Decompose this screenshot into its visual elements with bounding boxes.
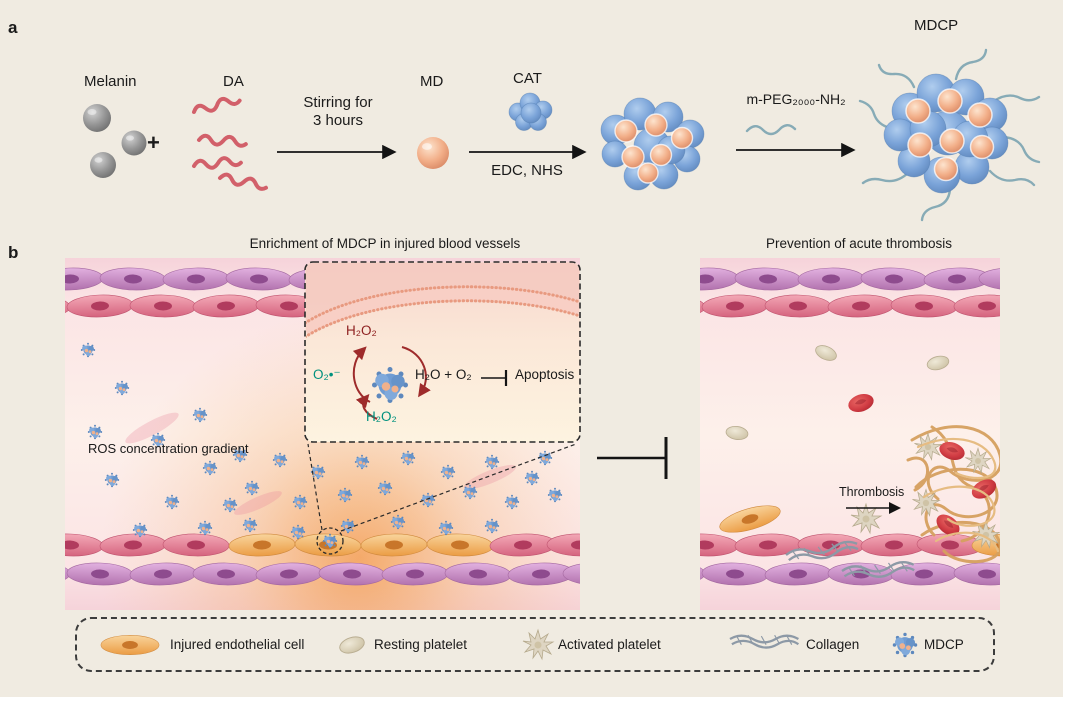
apoptosis-inhibition: [481, 370, 508, 386]
right-vessel: [700, 258, 1000, 610]
left-panel-title: Enrichment of MDCP in injured blood vess…: [249, 236, 521, 251]
superoxide-label: O₂•⁻: [313, 367, 341, 382]
legend-label-collagen: Collagen: [806, 637, 860, 652]
md-label: MD: [420, 73, 444, 90]
figure-canvas: a Melanin + DA Stirring for 3 hours MD C…: [0, 0, 1063, 697]
plus-sign: +: [147, 130, 160, 155]
legend-label-activated-platelet: Activated platelet: [558, 637, 661, 652]
cat-label: CAT: [513, 70, 542, 87]
embedded-md-cores: [614, 113, 694, 184]
thrombus: [906, 425, 1000, 564]
peg-chains: [858, 48, 1041, 222]
embedded-md-cores: [905, 88, 995, 182]
vessel-wall-tissue: [306, 263, 579, 330]
md-cat-conjugate: [600, 97, 705, 191]
flow-streaks: [125, 412, 517, 515]
mdcp-nanoparticle: [858, 48, 1041, 222]
inhibition-symbol: [597, 437, 668, 479]
catalytic-cycle-arrows: [352, 346, 431, 420]
reaction-arrows: [277, 142, 856, 160]
synthesis-scheme-graphics: [83, 48, 1041, 222]
legend-label-resting-platelet: Resting platelet: [374, 637, 468, 652]
mdcp-product-label: MDCP: [914, 17, 959, 34]
melanin-particles: [83, 104, 147, 178]
peg-molecule: [745, 124, 797, 136]
panel-b-label: b: [8, 243, 19, 262]
melanin-label: Melanin: [84, 73, 137, 90]
panel-a-label: a: [8, 18, 18, 37]
arrow2-caption: EDC, NHS: [491, 162, 563, 179]
h2o2-bottom-label: H₂O₂: [366, 409, 397, 424]
ros-gradient-label: ROS concentration gradient: [88, 441, 249, 456]
right-panel-title: Prevention of acute thrombosis: [765, 236, 953, 251]
arrow1-caption-line2: 3 hours: [312, 112, 364, 129]
da-molecules: [190, 93, 270, 193]
mechanism-scheme-graphics: [65, 258, 1000, 660]
thrombosis-label: Thrombosis: [839, 485, 905, 499]
h2o2-top-label: H₂O₂: [346, 323, 377, 338]
magnified-site-link: [307, 443, 577, 555]
legend-label-mdcp: MDCP: [924, 637, 964, 652]
md-nanoparticle: [417, 137, 449, 169]
arrow3-caption: m-PEG₂₀₀₀-NH₂: [746, 91, 846, 107]
arrow1-caption-line1: Stirring for: [303, 94, 373, 111]
magnified-site-circle: [316, 527, 344, 555]
apoptosis-label: Apoptosis: [515, 367, 575, 382]
cat-enzyme: [508, 92, 553, 131]
mechanism-inset: [304, 261, 581, 443]
legend-label-injured-cell: Injured endothelial cell: [170, 637, 305, 652]
reaction-products-label: H₂O + O₂: [415, 367, 472, 382]
membrane-band: [306, 287, 579, 336]
da-label: DA: [223, 73, 244, 90]
legend-box: [75, 617, 995, 672]
